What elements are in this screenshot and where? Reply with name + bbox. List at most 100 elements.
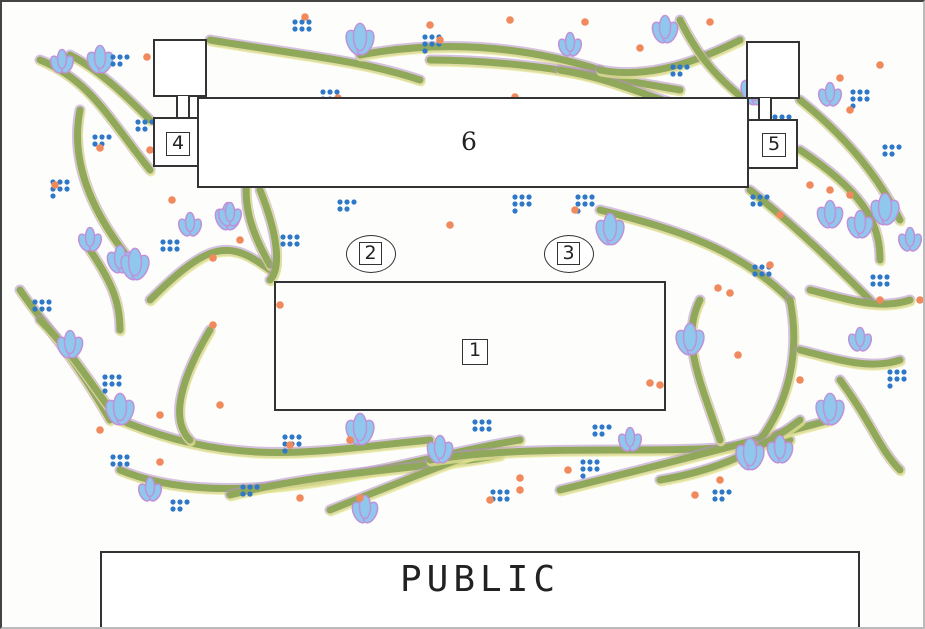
blue-dot bbox=[39, 299, 45, 305]
blue-dot bbox=[512, 208, 518, 214]
blue-dot bbox=[587, 459, 593, 465]
blue-dot bbox=[102, 381, 108, 387]
blue-dot bbox=[504, 489, 510, 495]
flower-petal bbox=[853, 209, 867, 235]
stem bbox=[796, 146, 884, 264]
flower-petal bbox=[93, 44, 107, 70]
orange-dot bbox=[766, 261, 774, 269]
stem bbox=[66, 51, 154, 124]
blue-dot bbox=[92, 134, 98, 140]
stem bbox=[756, 296, 798, 444]
blue-dot bbox=[759, 271, 765, 277]
orange-dot bbox=[836, 74, 844, 82]
blue-dot bbox=[64, 186, 70, 192]
blue-dot bbox=[170, 506, 176, 512]
blue-dot bbox=[472, 426, 478, 432]
blue-dot bbox=[887, 369, 893, 375]
orange-dot bbox=[581, 18, 589, 26]
blue-dot bbox=[719, 496, 725, 502]
blue-dot bbox=[64, 179, 70, 185]
blue-dot bbox=[109, 374, 115, 380]
blue-dot bbox=[337, 199, 343, 205]
blue-dot bbox=[46, 306, 52, 312]
flower-petal bbox=[144, 476, 156, 498]
blue-dot bbox=[526, 201, 532, 207]
blue-dot bbox=[167, 239, 173, 245]
blue-dot bbox=[582, 194, 588, 200]
blue-dot bbox=[142, 126, 148, 132]
stem bbox=[73, 106, 134, 264]
blue-dot bbox=[117, 54, 123, 60]
blue-dot bbox=[422, 34, 428, 40]
blue-dot bbox=[39, 306, 45, 312]
blue-dot bbox=[894, 369, 900, 375]
blue-dot bbox=[160, 239, 166, 245]
label-1: 1 bbox=[462, 339, 488, 365]
blue-dot bbox=[504, 496, 510, 502]
blue-dot bbox=[429, 41, 435, 47]
blue-dot bbox=[422, 41, 428, 47]
blue-dot bbox=[592, 424, 598, 430]
blue-dot bbox=[490, 489, 496, 495]
blue-dot bbox=[719, 489, 725, 495]
blue-dot bbox=[117, 61, 123, 67]
blue-dot bbox=[289, 434, 295, 440]
blue-dot bbox=[170, 499, 176, 505]
flower-petal bbox=[854, 326, 866, 348]
blue-dot bbox=[46, 299, 52, 305]
flower-petal bbox=[564, 31, 576, 53]
blue-dot bbox=[712, 496, 718, 502]
blue-dot bbox=[334, 89, 340, 95]
label-4: 4 bbox=[166, 132, 190, 156]
blue-dot bbox=[344, 199, 350, 205]
blue-dot bbox=[287, 241, 293, 247]
stem bbox=[146, 246, 274, 304]
orange-dot bbox=[209, 254, 217, 262]
blue-dot bbox=[512, 194, 518, 200]
orange-dot bbox=[168, 196, 176, 204]
blue-dot bbox=[32, 299, 38, 305]
flower-petal bbox=[56, 48, 68, 70]
blue-dot bbox=[589, 201, 595, 207]
blue-dot bbox=[882, 144, 888, 150]
blue-dot bbox=[174, 239, 180, 245]
blue-dot bbox=[422, 48, 428, 54]
blue-dot bbox=[110, 454, 116, 460]
blue-dot bbox=[57, 179, 63, 185]
orange-dot bbox=[296, 494, 304, 502]
flower-petal bbox=[602, 212, 618, 242]
orange-dot bbox=[143, 53, 151, 61]
flower-petal bbox=[352, 22, 368, 52]
stem bbox=[676, 16, 749, 104]
position-3-marker: 3 bbox=[544, 235, 594, 273]
blue-dot bbox=[117, 454, 123, 460]
blue-dot bbox=[247, 491, 253, 497]
blue-dot bbox=[870, 274, 876, 280]
blue-dot bbox=[901, 376, 907, 382]
blue-dot bbox=[901, 369, 907, 375]
blue-dot bbox=[177, 499, 183, 505]
blue-dot bbox=[887, 376, 893, 382]
blue-dot bbox=[726, 489, 732, 495]
blue-dot bbox=[296, 434, 302, 440]
top-table-6: 6 bbox=[197, 97, 749, 188]
orange-dot bbox=[96, 426, 104, 434]
blue-dot bbox=[294, 241, 300, 247]
orange-dot bbox=[571, 206, 579, 214]
blue-dot bbox=[677, 71, 683, 77]
public-area: PUBLIC bbox=[100, 551, 860, 629]
flower-petal bbox=[658, 14, 672, 40]
orange-dot bbox=[726, 289, 734, 297]
orange-dot bbox=[156, 458, 164, 466]
blue-dot bbox=[479, 426, 485, 432]
blue-dot bbox=[351, 199, 357, 205]
blue-dot bbox=[750, 201, 756, 207]
public-label: PUBLIC bbox=[399, 559, 561, 600]
orange-dot bbox=[506, 16, 514, 24]
flower-petal bbox=[352, 412, 368, 442]
stem bbox=[86, 246, 124, 334]
orange-dot bbox=[714, 284, 722, 292]
